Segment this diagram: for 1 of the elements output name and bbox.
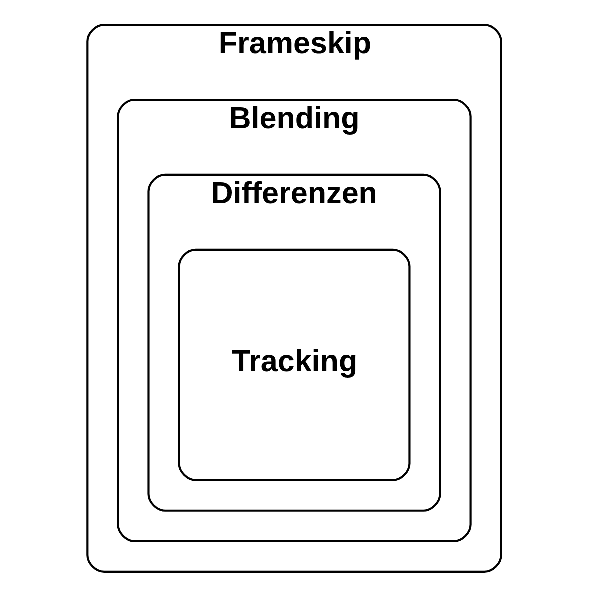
node-box: Tracking [178,248,411,482]
